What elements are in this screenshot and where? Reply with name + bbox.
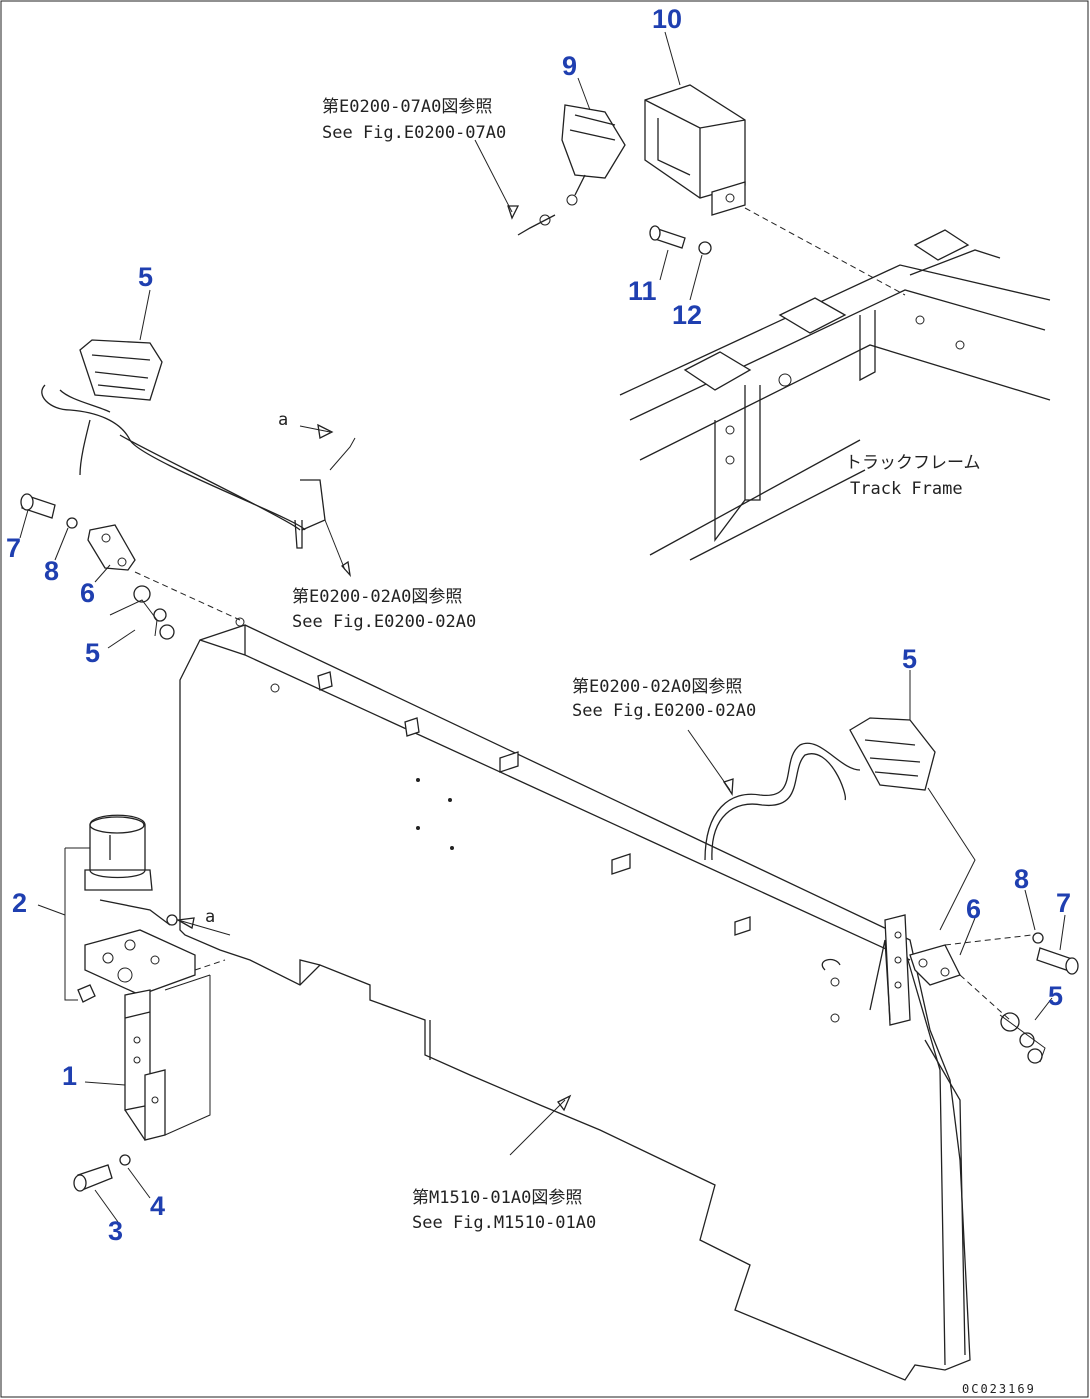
callout-leaders [19, 31, 1066, 1223]
part-4-washer [119, 1154, 131, 1166]
callout-11: 11 [628, 276, 657, 306]
right-center-line-2 [959, 974, 1011, 1021]
beacon-center-line [194, 959, 226, 971]
right-washer-8 [1032, 932, 1044, 944]
part-10-lamp-guard [644, 84, 746, 216]
callout-7-left: 7 [6, 533, 21, 563]
main-cover-panel [179, 617, 971, 1381]
left-lamp-assembly [41, 339, 356, 578]
figure-code: 0C023169 [962, 1382, 1036, 1396]
ref-note-left-en: See Fig.E0200-02A0 [292, 612, 476, 632]
ref-note-bottom-jp: 第M1510-01A0図参照 [412, 1188, 582, 1208]
callout-5-left-lamp: 5 [138, 262, 153, 292]
view-arrow-label-a2: a [205, 907, 215, 927]
part-12-washer [698, 241, 712, 255]
ref-note-top-jp: 第E0200-07A0図参照 [322, 97, 492, 117]
track-frame-label-jp: トラックフレーム [845, 453, 981, 473]
right-bracket-6 [909, 944, 1046, 1064]
part-2-rotating-lamp [64, 814, 231, 1003]
left-bolt-7 [20, 493, 56, 519]
ref-note-bottom-en: See Fig.M1510-01A0 [412, 1213, 596, 1233]
track-frame [619, 207, 1051, 561]
right-lamp-assembly [687, 717, 976, 931]
view-arrow-label-a1: a [278, 410, 288, 430]
callout-5-left-washers: 5 [85, 638, 100, 668]
part-11-bolt [649, 225, 686, 249]
callout-8-left: 8 [44, 556, 59, 586]
callout-9: 9 [562, 51, 577, 81]
ref-note-left-jp: 第E0200-02A0図参照 [292, 587, 462, 607]
callout-3: 3 [108, 1216, 123, 1246]
part-1-lamp-bracket [124, 974, 211, 1141]
ref-note-right-jp: 第E0200-02A0図参照 [572, 677, 742, 697]
callout-7-right: 7 [1056, 888, 1071, 918]
ref-note-right-en: See Fig.E0200-02A0 [572, 701, 756, 721]
callout-6-left: 6 [80, 578, 95, 608]
track-frame-label-en: Track Frame [850, 479, 963, 499]
left-center-line [134, 571, 241, 621]
callout-12: 12 [672, 300, 702, 330]
callout-10: 10 [652, 4, 682, 34]
ref-note-top-en: See Fig.E0200-07A0 [322, 123, 506, 143]
callout-5-right-lamp: 5 [902, 644, 917, 674]
callout-5-right-washers: 5 [1048, 981, 1063, 1011]
left-bracket-6 [87, 524, 175, 640]
part-9-work-lamp [474, 104, 626, 236]
part-3-bolt [73, 1164, 113, 1192]
callout-4: 4 [150, 1191, 165, 1221]
right-bolt-7 [1036, 947, 1079, 975]
callout-1: 1 [62, 1061, 77, 1091]
right-center-line-1 [944, 934, 1033, 946]
left-washer-8 [66, 517, 78, 529]
callout-2: 2 [12, 888, 27, 918]
callout-6-right: 6 [966, 894, 981, 924]
callout-8-right: 8 [1014, 864, 1029, 894]
